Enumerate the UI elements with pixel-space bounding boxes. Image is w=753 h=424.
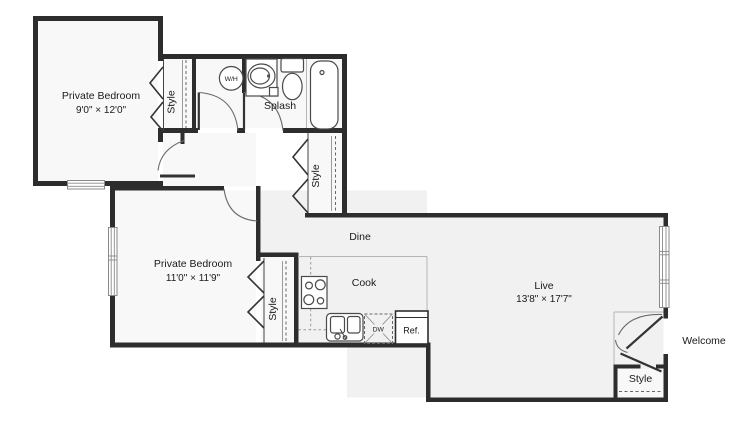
walls [33, 16, 668, 402]
closet3-style-label: Style [267, 297, 279, 321]
bedroom1-floor [38, 21, 158, 181]
bedroom2-floor [115, 190, 256, 343]
bedroom2-door [223, 188, 258, 222]
bedroom1-window [67, 180, 105, 190]
stove [300, 275, 328, 310]
bifold-door-icon [291, 138, 309, 176]
room-labels: Private Bedroom 9'0" × 12'0" Private Bed… [62, 90, 726, 385]
live-label: Live [534, 280, 553, 292]
bedroom1-label: Private Bedroom [62, 90, 140, 102]
bath-fixtures: W/H [218, 57, 339, 130]
bedroom2-dims: 11'0" × 11'9" [166, 273, 221, 284]
closet3-bedroom2 [246, 258, 287, 343]
live-floor [347, 217, 664, 398]
cook-label: Cook [352, 277, 377, 289]
bifold-door-icon [291, 178, 309, 214]
closet2-floor [308, 133, 342, 213]
closet4-floor [617, 368, 664, 398]
toilet [280, 57, 305, 101]
closet2-hall [291, 133, 336, 214]
refrigerator: Ref. [394, 310, 429, 345]
closet3-floor [261, 257, 294, 343]
live-window [659, 226, 670, 308]
kitchen-sink [325, 312, 364, 342]
dishwasher: DW [364, 313, 393, 344]
bedroom2-window [108, 227, 118, 296]
closet1-bedroom1 [148, 59, 187, 132]
bifold-door-icon [246, 295, 265, 329]
splash-label: Splash [264, 100, 296, 112]
bathtub [309, 60, 339, 130]
doors [157, 91, 664, 373]
closet4-style-label: Style [629, 373, 653, 385]
washer-heater: W/H [218, 65, 244, 91]
thin-boundaries [298, 59, 664, 365]
bedroom2-label: Private Bedroom [154, 258, 232, 270]
wh-door [197, 91, 239, 131]
hall-floor [163, 133, 256, 187]
entry-door [618, 313, 664, 350]
closet2-style-label: Style [310, 164, 322, 188]
bedroom1-door [157, 139, 195, 178]
kitchen: DW Ref. [298, 257, 429, 345]
bifold-door-icon [149, 101, 164, 132]
wh-label: W/H [225, 76, 238, 83]
bifold-door-icon [148, 66, 164, 100]
sink-vanity [245, 58, 279, 97]
dishwasher-label: DW [373, 327, 385, 334]
bifold-door-icon [246, 260, 265, 294]
windows [67, 180, 670, 308]
closet1-style-label: Style [166, 90, 178, 114]
entry-closet-door [614, 339, 662, 373]
bedroom1-dims: 9'0" × 12'0" [76, 105, 127, 116]
refrigerator-label: Ref. [403, 326, 420, 336]
dine-label: Dine [349, 231, 371, 243]
welcome-label: Welcome [682, 335, 726, 347]
live-dims: 13'8" × 17'7" [516, 294, 572, 305]
